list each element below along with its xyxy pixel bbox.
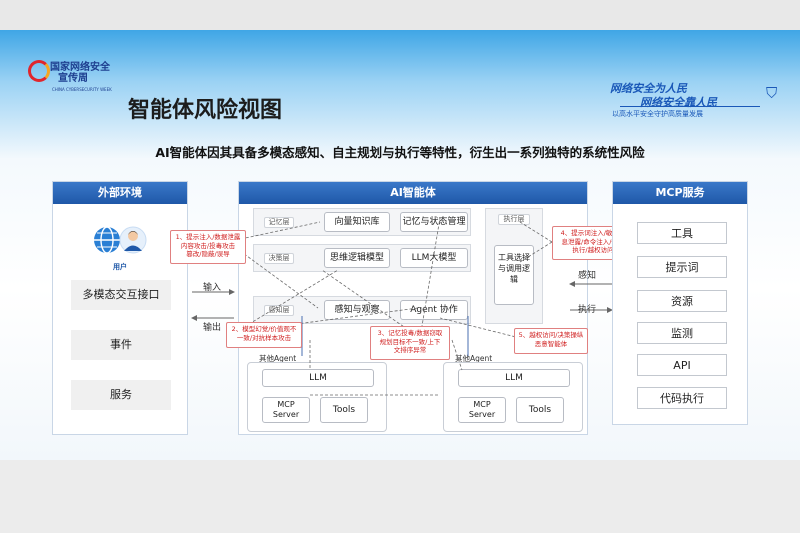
- io-arrows: [191, 289, 235, 321]
- external-title: 外部环境: [53, 182, 187, 204]
- perception-layer-row: 感知层 感知与观察 Agent 协作: [253, 296, 471, 324]
- shield-icon: ⛉: [766, 84, 778, 102]
- logo-mark-icon: [28, 60, 50, 82]
- output-label: 输出: [203, 323, 222, 333]
- slogan-line3: 以高水平安全守护高质量发展: [612, 110, 703, 118]
- sub-agent-2-llm: LLM: [458, 369, 570, 387]
- risk-note-3: 3、记忆投毒/数据窃取 规划目标不一致/上下 文排序异常: [370, 326, 450, 360]
- slogan-divider: [620, 106, 760, 107]
- globe-user-icon: [94, 226, 147, 254]
- footer-area: [0, 460, 800, 533]
- other-agent-label-1: 其他Agent: [257, 353, 299, 364]
- risk-note-5: 5、越权访问/决策操纵 恶意智能体: [514, 328, 588, 354]
- exec-layer-column: 执行层 工具选择与调用逻辑: [485, 208, 543, 324]
- risk-note-1: 1、提示注入/数据泄露 内容攻击/投毒攻击 篡改/隐蔽/误导: [170, 230, 246, 264]
- mcp-panel: MCP服务 工具 提示词 资源 监测 API 代码执行: [612, 181, 748, 425]
- mcp-item-prompts: 提示词: [637, 256, 727, 278]
- logo-line1: 国家网络安全: [50, 62, 110, 73]
- sense-exec-arrows: [569, 281, 613, 313]
- slogan: 网络安全为人民 网络安全靠人民 以高水平安全守护高质量发展 ⛉: [606, 78, 786, 118]
- mcp-item-resources: 资源: [637, 290, 727, 312]
- agent-collab-box: Agent 协作: [400, 300, 468, 320]
- mcp-item-tools: 工具: [637, 222, 727, 244]
- sub-agent-1-llm: LLM: [262, 369, 374, 387]
- llm-model-box: LLM大模型: [400, 248, 468, 268]
- service-box: 服务: [71, 380, 171, 410]
- sub-agent-1: LLM MCP Server Tools: [247, 362, 387, 432]
- vector-kb-box: 向量知识库: [324, 212, 390, 232]
- risk-note-2: 2、模型幻觉/价值观不 一致/对抗样本攻击: [226, 322, 302, 348]
- page-title: 智能体风险视图: [128, 98, 283, 123]
- slogan-line2: 网络安全靠人民: [640, 96, 717, 109]
- memory-layer-row: 记忆层 向量知识库 记忆与状态管理: [253, 208, 471, 236]
- other-agent-label-2: 其他Agent: [453, 353, 495, 364]
- input-label: 输入: [203, 283, 222, 293]
- memory-state-box: 记忆与状态管理: [400, 212, 468, 232]
- perception-box: 感知与观察: [324, 300, 390, 320]
- memory-layer-tag: 记忆层: [264, 217, 294, 228]
- external-panel: 外部环境 用户 多模态交互接口 事件 服务: [52, 181, 188, 435]
- user-label: 用户: [113, 263, 127, 271]
- logo-subtext: CHINA CYBERSECURITY WEEK: [52, 87, 112, 92]
- exec-layer-tag: 执行层: [498, 214, 530, 225]
- event-box: 事件: [71, 330, 171, 360]
- exec-label: 执行: [578, 305, 597, 315]
- mcp-item-monitoring: 监测: [637, 322, 727, 344]
- cyber-week-logo: 国家网络安全 宣传周 CHINA CYBERSECURITY WEEK: [28, 60, 112, 94]
- ai-agent-title: AI智能体: [239, 182, 587, 204]
- sub-agent-2-tools: Tools: [516, 397, 564, 423]
- sense-label: 感知: [578, 271, 597, 281]
- ai-agent-panel: AI智能体 记忆层 向量知识库 记忆与状态管理 决策层 思维逻辑模型 LLM大模…: [238, 181, 588, 435]
- reasoning-model-box: 思维逻辑模型: [324, 248, 390, 268]
- mcp-title: MCP服务: [613, 182, 747, 204]
- multimodal-interface-box: 多模态交互接口: [71, 280, 171, 310]
- slogan-line1: 网络安全为人民: [610, 82, 687, 95]
- mcp-item-api: API: [637, 354, 727, 376]
- logo-line2: 宣传周: [58, 73, 88, 84]
- sub-agent-1-tools: Tools: [320, 397, 368, 423]
- subtitle: AI智能体因其具备多模态感知、自主规划与执行等特性，衍生出一系列独特的系统性风险: [155, 145, 645, 160]
- sub-agent-2-mcp: MCP Server: [458, 397, 506, 423]
- sub-agent-2: LLM MCP Server Tools: [443, 362, 583, 432]
- tool-selection-box: 工具选择与调用逻辑: [494, 245, 534, 305]
- sub-agent-1-mcp: MCP Server: [262, 397, 310, 423]
- mcp-item-code-exec: 代码执行: [637, 387, 727, 409]
- decision-layer-tag: 决策层: [264, 253, 294, 264]
